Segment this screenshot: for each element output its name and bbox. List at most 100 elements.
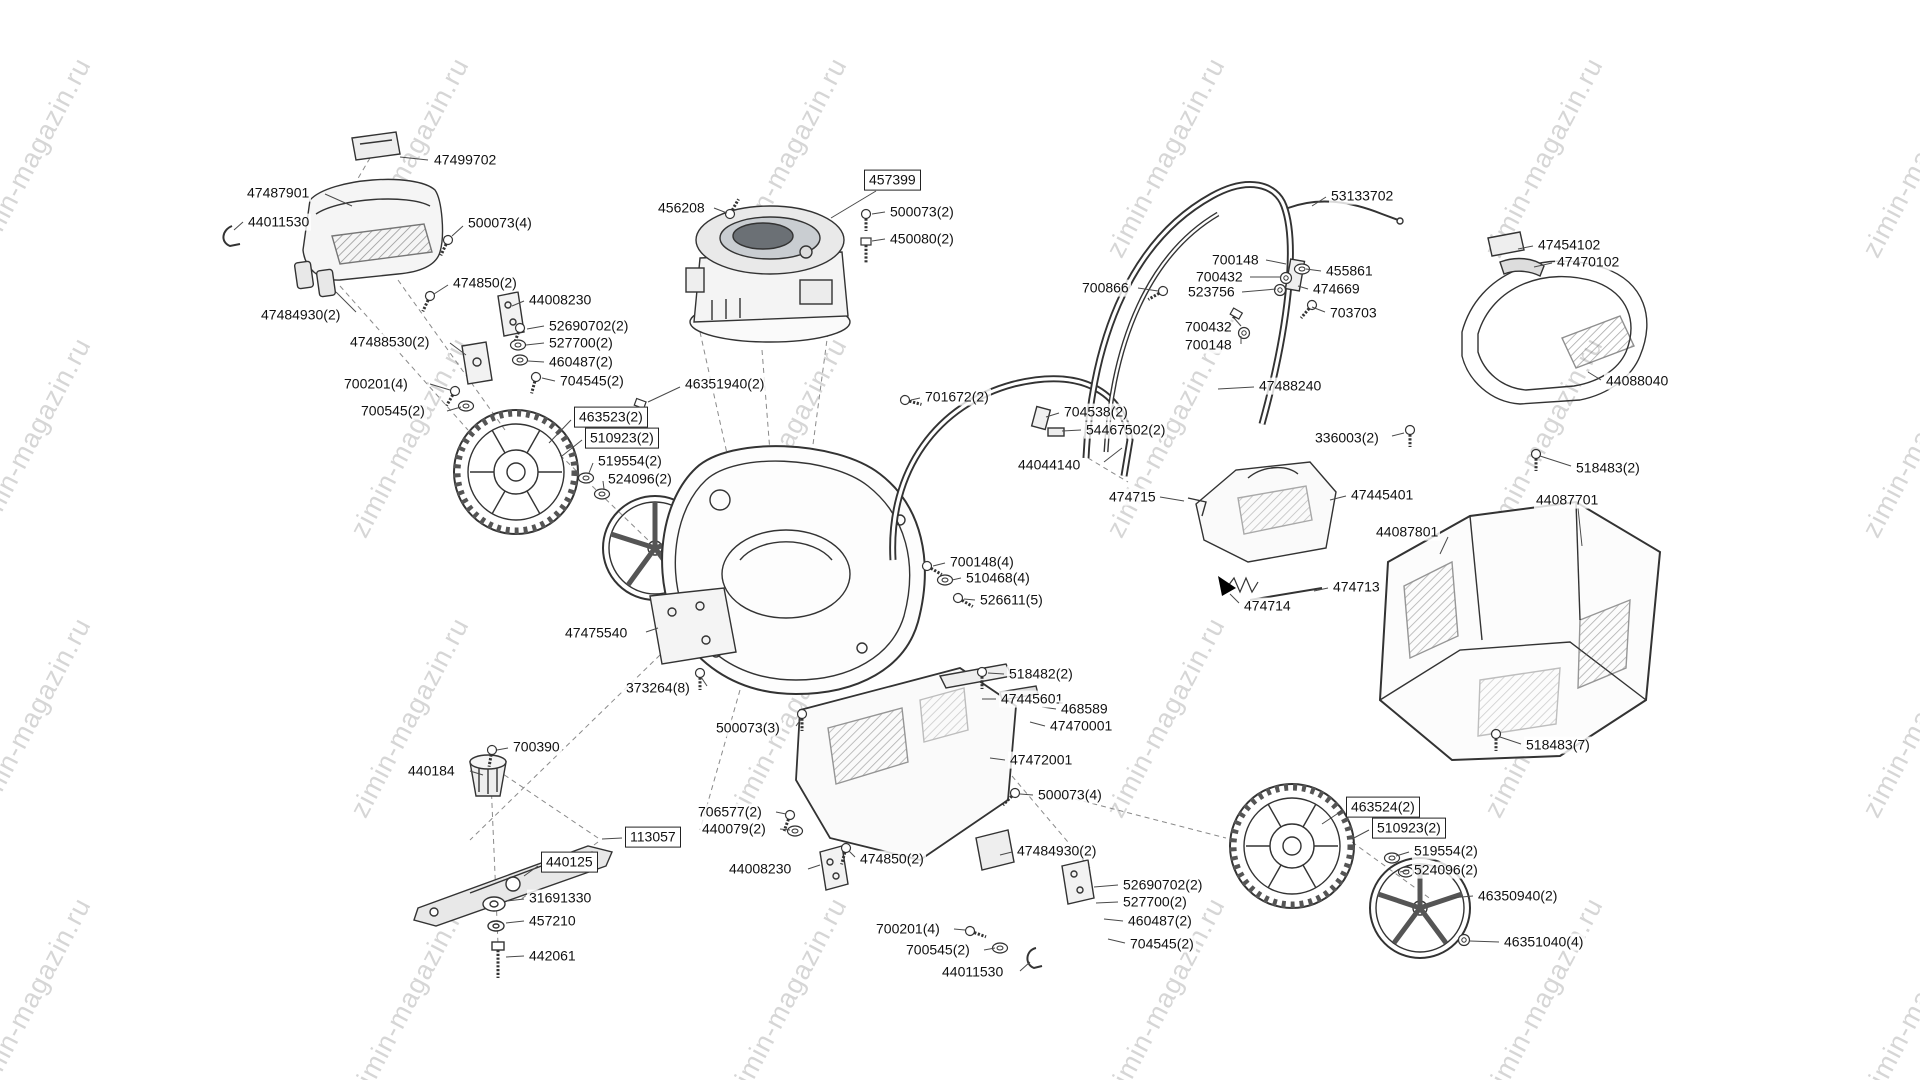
- part-label: 519554(2): [1412, 842, 1480, 860]
- part-label: 500073(4): [1036, 786, 1104, 804]
- rear-housing: [795, 663, 1095, 970]
- catcher-lever: [1187, 497, 1207, 517]
- cable-end: [1396, 217, 1404, 225]
- rear-wheel: [1229, 783, 1355, 909]
- part-label: 46350940(2): [1476, 887, 1560, 905]
- blade-washer-2: [487, 920, 505, 932]
- part-label: 373264(8): [624, 679, 692, 697]
- part-label: 44088040: [1604, 372, 1671, 390]
- part-label: 463524(2): [1346, 796, 1420, 818]
- part-label: 527700(2): [1121, 893, 1189, 911]
- part-label: 706577(2): [696, 803, 764, 821]
- part-label: 700432: [1183, 318, 1234, 336]
- catcher-cover: [1187, 461, 1337, 601]
- part-label: 510923(2): [585, 427, 659, 449]
- part-label: 47445601: [999, 690, 1066, 708]
- rear-door-plate: [975, 829, 1015, 871]
- rear-bracket-2: [819, 845, 849, 891]
- part-label: 460487(2): [547, 353, 615, 371]
- leader-lines: [233, 156, 1602, 972]
- part-label: 518483(7): [1524, 736, 1592, 754]
- part-label: 46351040(4): [1502, 933, 1586, 951]
- part-label: 474850(2): [858, 850, 926, 868]
- part-label: 460487(2): [1126, 912, 1194, 930]
- part-label: 474714: [1242, 597, 1293, 615]
- part-label: 44011530: [246, 213, 312, 231]
- handle-trim: [1499, 257, 1545, 277]
- part-label: 47487901: [245, 184, 312, 202]
- part-label: 52690702(2): [1121, 876, 1205, 894]
- part-label: 47470001: [1048, 717, 1115, 735]
- part-label: 468589: [1059, 700, 1110, 718]
- part-label: 519554(2): [596, 452, 664, 470]
- part-label: 518483(2): [1574, 459, 1642, 477]
- part-label: 47484930(2): [1015, 842, 1099, 860]
- part-label: 700201(4): [874, 920, 942, 938]
- part-label: 700148(4): [948, 553, 1016, 571]
- deck-mount-plate: [649, 587, 737, 665]
- part-label: 700545(2): [904, 941, 972, 959]
- part-label: 47454102: [1536, 236, 1603, 254]
- part-label: 455861: [1324, 262, 1375, 280]
- part-label: 700201(4): [342, 375, 410, 393]
- part-label: 700148: [1183, 336, 1234, 354]
- part-label: 510468(4): [964, 569, 1032, 587]
- part-label: 47484930(2): [259, 306, 343, 324]
- motor-cover: [222, 131, 444, 298]
- part-label: 500073(4): [466, 214, 534, 232]
- part-label: 46351940(2): [683, 375, 767, 393]
- cable-clamp-2: [1026, 947, 1043, 970]
- part-label: 700866: [1080, 279, 1131, 297]
- grass-box: [1378, 500, 1662, 762]
- part-label: 53133702: [1329, 187, 1396, 205]
- part-label: 440184: [406, 762, 457, 780]
- part-label: 456208: [656, 199, 707, 217]
- part-label: 440125: [541, 851, 598, 873]
- rear-bracket: [1061, 859, 1095, 905]
- cover-plate: [351, 131, 401, 161]
- mower-deck: [649, 445, 926, 696]
- part-label: 47472001: [1008, 751, 1075, 769]
- cable-clamp: [222, 225, 241, 248]
- part-label: 52690702(2): [547, 317, 631, 335]
- part-label: 54467502(2): [1084, 421, 1168, 439]
- part-label: 474713: [1331, 578, 1382, 596]
- part-label: 47488240: [1257, 377, 1324, 395]
- part-label: 457399: [864, 169, 921, 191]
- front-wheel: [453, 409, 579, 535]
- part-label: 700390: [511, 738, 562, 756]
- part-label: 44008230: [527, 291, 594, 309]
- direction-arrow: [1218, 576, 1236, 596]
- part-label: 44008230: [727, 860, 794, 878]
- part-label: 47499702: [432, 151, 499, 169]
- part-label: 113057: [625, 826, 681, 848]
- part-label: 526611(5): [978, 591, 1045, 609]
- part-label: 440079(2): [700, 820, 768, 838]
- part-label: 44087701: [1534, 491, 1601, 509]
- part-label: 474850(2): [451, 274, 519, 292]
- part-label: 47470102: [1555, 253, 1622, 271]
- part-label: 44087801: [1374, 523, 1441, 541]
- part-label: 701672(2): [923, 388, 991, 406]
- part-label: 700432: [1194, 268, 1245, 286]
- part-label: 474669: [1311, 280, 1362, 298]
- handle-clamp: [1030, 405, 1052, 431]
- part-label: 47488530(2): [348, 333, 432, 351]
- part-label: 474715: [1107, 488, 1158, 506]
- part-label: 523756: [1186, 283, 1237, 301]
- part-label: 457210: [527, 912, 578, 930]
- part-label: 510923(2): [1372, 817, 1446, 839]
- blade-washer: [482, 896, 506, 912]
- blade-bolt: [491, 941, 505, 978]
- catcher-spring: [1227, 576, 1259, 594]
- handle-plate: [1487, 231, 1525, 257]
- part-label: 500073(3): [714, 719, 782, 737]
- part-label: 703703: [1328, 304, 1379, 322]
- part-label: 450080(2): [888, 230, 956, 248]
- part-label: 442061: [527, 947, 578, 965]
- part-label: 704538(2): [1062, 403, 1130, 421]
- part-label: 700545(2): [359, 402, 427, 420]
